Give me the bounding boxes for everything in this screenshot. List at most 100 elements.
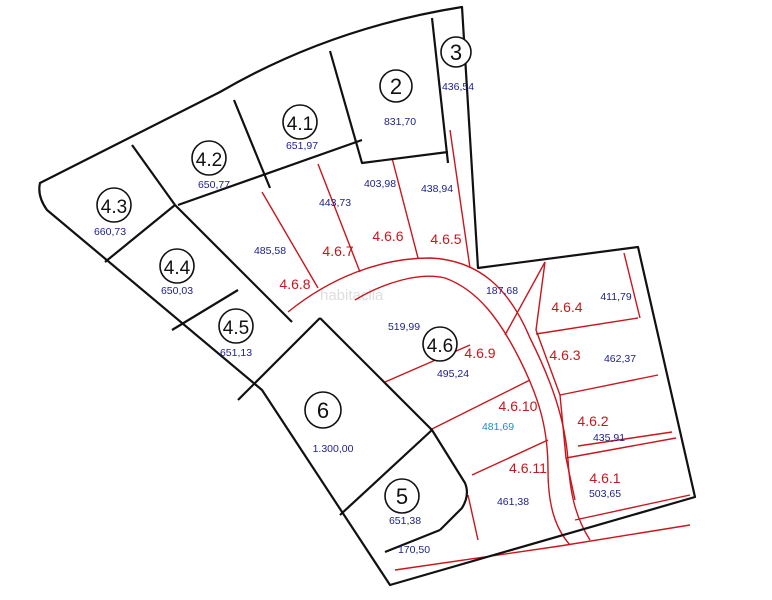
divider-187-68 bbox=[504, 261, 546, 336]
line-3-2 bbox=[430, 17, 450, 164]
plot-4-1: 4.1 651,97 bbox=[282, 104, 318, 152]
svg-text:438,94: 438,94 bbox=[421, 183, 453, 195]
svg-text:4.6.5: 4.6.5 bbox=[430, 231, 461, 247]
plot-4-4: 4.4 650,03 bbox=[159, 248, 195, 297]
plot-6: 6 1.300,00 bbox=[304, 391, 354, 455]
svg-text:651,38: 651,38 bbox=[389, 515, 421, 527]
divider-south-strip bbox=[394, 524, 691, 571]
svg-text:443,73: 443,73 bbox=[319, 197, 351, 209]
road-inner-edge bbox=[354, 275, 571, 546]
subdivision-lines bbox=[261, 129, 691, 571]
svg-text:4.6.7: 4.6.7 bbox=[322, 243, 353, 259]
subplot-4-6-6: 403,98 4.6.6 bbox=[364, 178, 404, 244]
svg-text:4.1: 4.1 bbox=[287, 114, 313, 135]
subplot-4-6-3: 462,37 4.6.3 bbox=[549, 347, 636, 365]
divider-4-6-1-south bbox=[574, 494, 691, 521]
svg-text:4.6.2: 4.6.2 bbox=[577, 413, 608, 429]
svg-text:4.6: 4.6 bbox=[427, 336, 453, 357]
svg-text:485,58: 485,58 bbox=[254, 245, 286, 257]
svg-text:4.6.3: 4.6.3 bbox=[549, 347, 580, 363]
divider-4-6-3-4-6-2 bbox=[559, 374, 659, 396]
plot-labels: 3 436,54 2 831,70 4.1 651,97 4.2 650,77 … bbox=[94, 36, 474, 527]
divider-4-6-11-west bbox=[467, 494, 479, 541]
svg-text:660,73: 660,73 bbox=[94, 226, 126, 238]
plot-4-6: 4.6 519,99 bbox=[388, 321, 458, 362]
svg-text:651,13: 651,13 bbox=[220, 347, 252, 359]
line-6-5 bbox=[339, 428, 469, 531]
svg-text:6: 6 bbox=[317, 398, 329, 423]
line-6-east bbox=[319, 317, 433, 431]
divider-4-6-9-4-6-10 bbox=[429, 379, 531, 431]
line-4-4-inner bbox=[174, 204, 293, 323]
divider-4-6-4-east bbox=[623, 252, 641, 319]
svg-text:650,03: 650,03 bbox=[161, 285, 193, 297]
plot-5: 5 651,38 bbox=[384, 478, 421, 527]
svg-text:650,77: 650,77 bbox=[198, 179, 230, 191]
plot-4-5: 4.5 651,13 bbox=[218, 308, 254, 359]
svg-text:4.3: 4.3 bbox=[101, 197, 127, 218]
area-187-68: 187,68 bbox=[486, 285, 518, 297]
subplot-4-6-4: 411,79 4.6.4 bbox=[551, 291, 631, 315]
svg-text:436,54: 436,54 bbox=[442, 81, 474, 93]
svg-text:831,70: 831,70 bbox=[384, 116, 416, 128]
svg-text:4.6.6: 4.6.6 bbox=[372, 228, 403, 244]
line-4-4-4-5 bbox=[171, 289, 239, 331]
subplot-labels: 485,58 4.6.8 443,73 4.6.7 403,98 4.6.6 4… bbox=[254, 178, 636, 556]
subplot-4-6-7: 443,73 4.6.7 bbox=[319, 197, 354, 259]
svg-text:4.6.4: 4.6.4 bbox=[551, 299, 582, 315]
line-4-5-6 bbox=[237, 317, 321, 401]
line-4-1-4-2 bbox=[232, 99, 272, 189]
divider-4-6-8-4-6-7 bbox=[261, 191, 319, 289]
svg-text:4.4: 4.4 bbox=[164, 258, 191, 279]
svg-text:503,65: 503,65 bbox=[589, 488, 621, 500]
divider-4-6-2-4-6-1 bbox=[565, 437, 677, 459]
line-5-south bbox=[384, 528, 441, 554]
divider-4-6-4-4-6-3 bbox=[535, 317, 639, 335]
svg-text:435,91: 435,91 bbox=[593, 432, 625, 444]
svg-text:462,37: 462,37 bbox=[604, 353, 636, 365]
svg-text:651,97: 651,97 bbox=[286, 140, 318, 152]
line-2-4-1 bbox=[328, 50, 449, 165]
svg-text:4.6.1: 4.6.1 bbox=[589, 470, 620, 486]
subplot-4-6-2: 4.6.2 435,91 bbox=[577, 413, 625, 444]
svg-text:519,99: 519,99 bbox=[388, 321, 420, 333]
svg-text:461,38: 461,38 bbox=[497, 496, 529, 508]
svg-text:4.2: 4.2 bbox=[196, 150, 222, 171]
subplot-4-6-1: 4.6.1 503,65 bbox=[589, 470, 621, 500]
svg-text:4.6.10: 4.6.10 bbox=[499, 398, 538, 414]
divider-4-6-5-east bbox=[449, 129, 471, 269]
area-170-50: 170,50 bbox=[398, 544, 430, 556]
divider-4-6-10-4-6-11 bbox=[471, 439, 549, 476]
divider-4-6-2-inner bbox=[577, 431, 673, 447]
svg-text:4.6.11: 4.6.11 bbox=[509, 460, 547, 476]
svg-text:3: 3 bbox=[450, 40, 462, 65]
svg-text:411,79: 411,79 bbox=[600, 291, 631, 303]
svg-text:1.300,00: 1.300,00 bbox=[313, 443, 354, 455]
divider-4-6-7-4-6-6 bbox=[317, 163, 361, 273]
watermark: habitaclia bbox=[320, 287, 384, 304]
svg-text:2: 2 bbox=[390, 74, 402, 99]
svg-text:481,69: 481,69 bbox=[482, 421, 514, 433]
svg-text:4.6.9: 4.6.9 bbox=[464, 345, 495, 361]
svg-text:495,24: 495,24 bbox=[437, 368, 469, 380]
plot-4-2: 4.2 650,77 bbox=[191, 140, 230, 191]
svg-text:4.5: 4.5 bbox=[223, 318, 249, 339]
subplot-4-6-8: 485,58 4.6.8 bbox=[254, 245, 311, 292]
parcel-outline bbox=[38, 5, 697, 587]
svg-text:4.6.8: 4.6.8 bbox=[279, 276, 310, 292]
line-4-2-4-3 bbox=[131, 144, 176, 206]
subplot-4-6-10: 4.6.10 481,69 bbox=[482, 398, 538, 433]
line-4-3-4-4 bbox=[104, 204, 176, 263]
subplot-4-6-5: 438,94 4.6.5 bbox=[421, 183, 462, 247]
svg-text:403,98: 403,98 bbox=[364, 178, 396, 190]
plot-boundaries bbox=[38, 5, 697, 587]
plot-4-3: 4.3 660,73 bbox=[94, 187, 132, 238]
subplot-4-6-9: 4.6.9 495,24 bbox=[437, 345, 496, 380]
subplot-4-6-11: 4.6.11 461,38 bbox=[497, 460, 547, 508]
svg-text:5: 5 bbox=[396, 484, 408, 509]
plot-2: 2 831,70 bbox=[379, 69, 416, 128]
plot-3: 3 436,54 bbox=[440, 36, 474, 93]
divider-4-6-6-4-6-5 bbox=[391, 157, 419, 259]
line-4-1-south bbox=[177, 138, 363, 207]
